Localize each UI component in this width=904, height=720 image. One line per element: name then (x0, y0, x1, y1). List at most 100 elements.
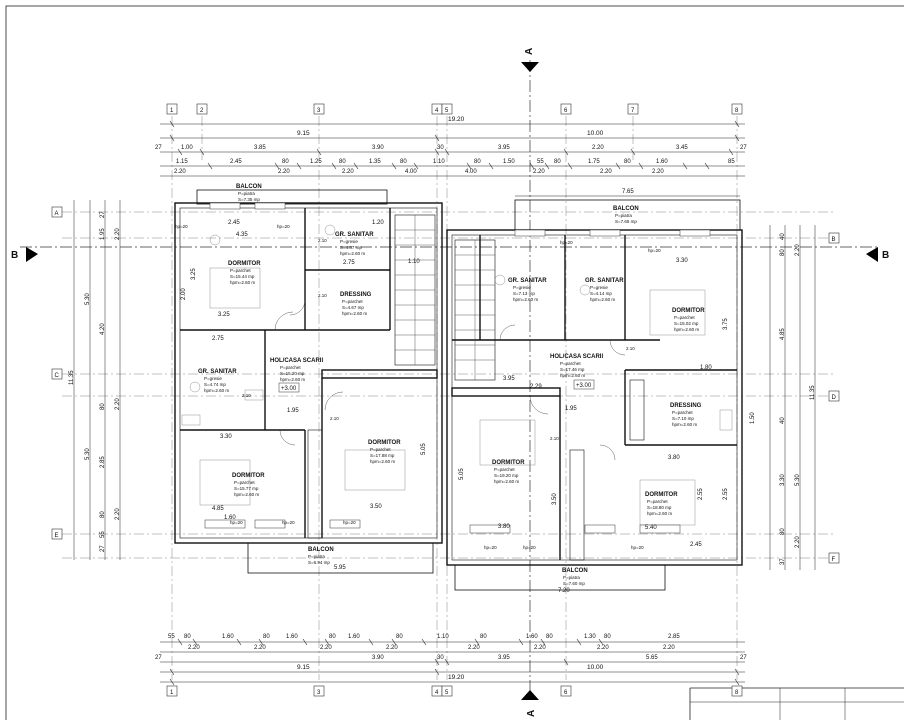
dim-right-12: 2.20 (795, 536, 801, 548)
svg-text:hpm=2.60 m: hpm=2.60 m (370, 459, 395, 464)
svg-text:2.75: 2.75 (343, 260, 355, 266)
svg-text:hpm=2.60 m: hpm=2.60 m (590, 297, 615, 302)
axis-2-top: 2 (200, 108, 204, 114)
top-dimension-lines (73, 123, 816, 683)
dim-left-10: 80 (100, 511, 106, 518)
dim-bot-r1-10: 1.60 (526, 634, 538, 640)
dim-top-r1-2: 3.85 (254, 145, 266, 151)
dim-right-11: 80 (780, 528, 786, 535)
room-hol-casa-scarii-2: HOL/CASA SCARII P=parchet S=17.46 mp hpm… (550, 354, 603, 378)
svg-text:S=4.14 mp: S=4.14 mp (590, 291, 612, 296)
dim-right-10: 2.55 (723, 488, 729, 500)
dim-bot-r1-9: 80 (480, 634, 487, 640)
svg-text:hpm=2.60 m: hpm=2.60 m (280, 377, 305, 382)
svg-text:2.45: 2.45 (690, 542, 702, 548)
svg-text:hp=20: hp=20 (484, 545, 497, 550)
opening-tags: hp=20 hp=20 hp=20 hp=20 hp=20 hp=20 hp=2… (175, 224, 661, 550)
svg-text:P=piatra: P=piatra (563, 575, 580, 580)
svg-text:hpm=2.60 m: hpm=2.60 m (234, 492, 259, 497)
section-a-label-top: A (524, 48, 535, 55)
svg-text:P=piatra: P=piatra (238, 191, 255, 196)
svg-text:hp=20: hp=20 (230, 520, 243, 525)
dim-bot-r2-1: 2.20 (254, 645, 266, 651)
axis-6-bottom: 6 (564, 690, 568, 696)
dim-top-r1-3: 3.90 (372, 145, 384, 151)
dim-right-half-bottom: 10.00 (587, 664, 604, 671)
svg-text:P=parchet: P=parchet (494, 467, 515, 472)
svg-text:S=7.10 mp: S=7.10 mp (672, 416, 694, 421)
interior-dimensions: 2.45 4.35 1.20 2.75 3.25 2.75 1.95 3.30 … (212, 220, 712, 594)
dim-bot-r2-7: 2.20 (663, 645, 675, 651)
axis-8-top: 8 (735, 108, 739, 114)
dim-top-r1-5: 3.95 (498, 145, 510, 151)
section-a-label-bottom: A (526, 710, 537, 717)
room-dormitor-6: DORMITOR P=parchet S=18.80 mp hpm=2.60 m (645, 492, 678, 516)
svg-text:P=piatra: P=piatra (308, 554, 325, 559)
axis-5-bottom: 5 (445, 690, 449, 696)
axis-8-bottom: 8 (735, 690, 739, 696)
room-balcon-top-right: BALCON P=piatra S=7.65 mp (613, 206, 639, 224)
svg-text:hp=20: hp=20 (175, 224, 188, 229)
dim-top-r2-10: 55 (537, 159, 544, 165)
windows (204, 202, 711, 534)
dim-bot-r1-13: 80 (604, 634, 611, 640)
svg-text:S=15.77 mp: S=15.77 mp (234, 486, 259, 491)
dim-bot-r3-1: 3.90 (372, 655, 384, 661)
axis-e-left: E (55, 533, 59, 539)
door-swings (274, 299, 626, 461)
dim-top-r2-0: 1.15 (176, 159, 188, 165)
dim-right-half-top: 10.00 (587, 130, 604, 137)
svg-text:P=parchet: P=parchet (672, 410, 693, 415)
svg-text:S=6.94 mp: S=6.94 mp (308, 560, 330, 565)
dim-overall-bottom: 19.20 (448, 674, 465, 681)
dim-top-r2-7: 1.10 (433, 159, 445, 165)
axis-f-right: F (832, 557, 836, 563)
svg-text:P=parchet: P=parchet (234, 480, 255, 485)
dim-left-12: 55 (100, 531, 106, 538)
svg-text:S=18.80 mp: S=18.80 mp (647, 505, 672, 510)
dim-right-8: 5.30 (795, 474, 801, 486)
svg-text:S=7.65 mp: S=7.65 mp (615, 219, 637, 224)
dim-left-8: 5.30 (85, 448, 91, 460)
svg-text:DORMITOR: DORMITOR (645, 492, 678, 498)
dim-top-r1-4: 30 (437, 145, 444, 151)
svg-text:DORMITOR: DORMITOR (228, 261, 261, 267)
room-dormitor-3: DORMITOR P=parchet S=15.77 mp hpm=2.60 m (232, 473, 265, 497)
dim-left-6: 80 (100, 403, 106, 410)
right-dimension-labels: 40 80 2.20 4.85 11.35 3.75 40 1.50 5.30 … (723, 233, 816, 565)
dim-top-r2-14: 1.60 (656, 159, 668, 165)
dim-bot-r3-2: 30 (437, 655, 444, 661)
dim-left-half-bottom: 9.15 (297, 664, 310, 671)
svg-text:S=7.35 mp: S=7.35 mp (238, 197, 260, 202)
dim-top-r3-6: 2.20 (600, 169, 612, 175)
room-dressing-1: DRESSING P=parchet S=4.67 mp hpm=2.60 m (340, 292, 372, 316)
svg-text:2.75: 2.75 (212, 336, 224, 342)
svg-text:DORMITOR: DORMITOR (232, 473, 265, 479)
sheet-border (5, 5, 904, 720)
section-a-top-marker (521, 62, 539, 72)
svg-text:hpm=2.60 m: hpm=2.60 m (230, 280, 255, 285)
svg-text:DRESSING: DRESSING (340, 292, 372, 298)
room-dormitor-1: DORMITOR P=parchet S=15.44 mp hpm=2.60 m (228, 261, 261, 285)
svg-text:P=parchet: P=parchet (342, 299, 363, 304)
svg-text:S=15.20 mp: S=15.20 mp (280, 371, 305, 376)
dim-top-r3-4: 4.00 (465, 169, 477, 175)
axis-a-left: A (55, 211, 59, 217)
axis-7-top: 7 (631, 108, 635, 114)
svg-text:P=gresie: P=gresie (204, 376, 222, 381)
side-axis-tags (51, 206, 840, 564)
dimension-ticks (169, 120, 740, 686)
svg-text:hpm=2.60 m: hpm=2.60 m (674, 327, 699, 332)
dim-right-13: 37 (780, 558, 786, 565)
level-right: +3.00 (576, 383, 592, 389)
svg-text:S=17.46 mp: S=17.46 mp (560, 367, 585, 372)
bottom-axis-tags (166, 685, 743, 697)
dim-left-1: 1.95 (100, 228, 106, 240)
svg-text:2.10: 2.10 (242, 393, 251, 398)
axis-b-right: B (832, 237, 836, 243)
svg-text:P=parchet: P=parchet (560, 361, 581, 366)
dim-bot-r2-6: 2.20 (597, 645, 609, 651)
svg-text:S=4.87 mp: S=4.87 mp (340, 245, 362, 250)
svg-text:2.29: 2.29 (530, 384, 542, 390)
